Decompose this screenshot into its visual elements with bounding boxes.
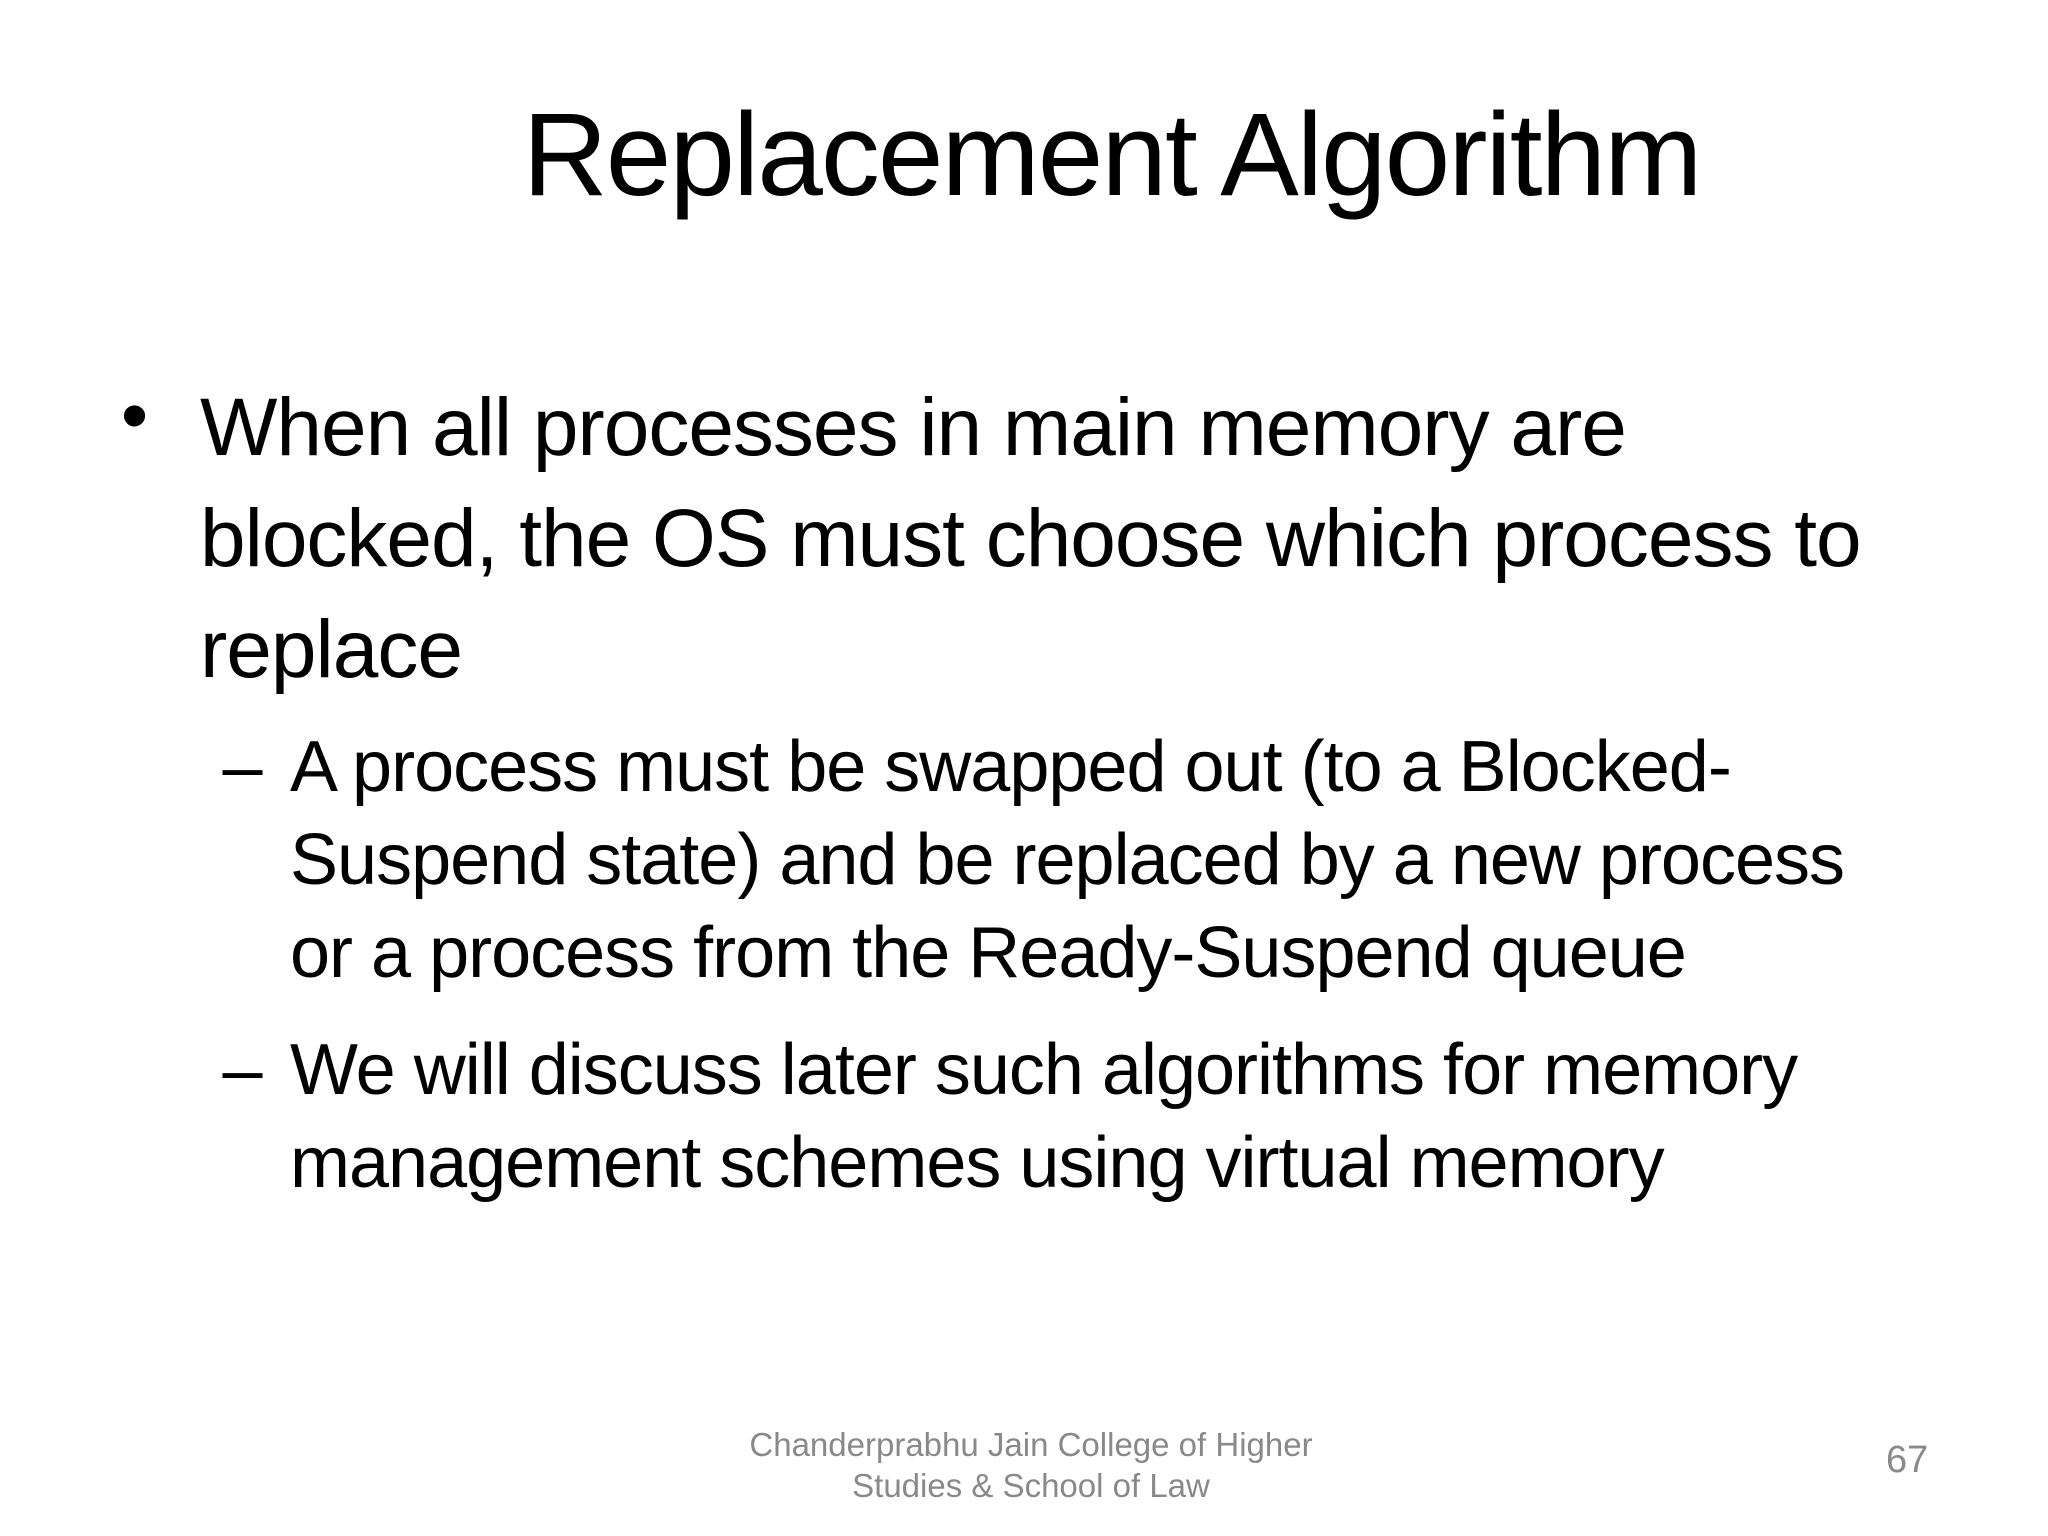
page-number: 67 xyxy=(1886,1439,1929,1481)
dash-marker: – xyxy=(222,1030,262,1110)
bullet-line: management schemes using virtual memory xyxy=(290,1123,1665,1203)
bullet-line: We will discuss later such algorithms fo… xyxy=(290,1030,1798,1110)
footer-line: Studies & School of Law xyxy=(852,1467,1210,1504)
bullet-item: –We will discuss later such algorithms f… xyxy=(222,1024,1798,1210)
bullet-dot-marker: • xyxy=(120,371,148,459)
bullet-line: A process must be swapped out (to a Bloc… xyxy=(290,727,1732,807)
bullet-line: replace xyxy=(200,604,463,695)
slide-title: Replacement Algorithm xyxy=(522,89,1703,221)
bullet-line: blocked, the OS must choose which proces… xyxy=(200,493,1862,584)
bullet-item: –A process must be swapped out (to a Blo… xyxy=(222,721,1845,1000)
bullet-line: Suspend state) and be replaced by a new … xyxy=(290,820,1845,900)
bullet-line: When all processes in main memory are xyxy=(200,382,1627,473)
bullet-item: • When all processes in main memory are bl… xyxy=(121,371,1862,705)
dash-marker: – xyxy=(222,727,262,807)
bullet-line: or a process from the Ready-Suspend queu… xyxy=(290,913,1687,993)
footer-line: Chanderprabhu Jain College of Higher xyxy=(749,1426,1313,1463)
